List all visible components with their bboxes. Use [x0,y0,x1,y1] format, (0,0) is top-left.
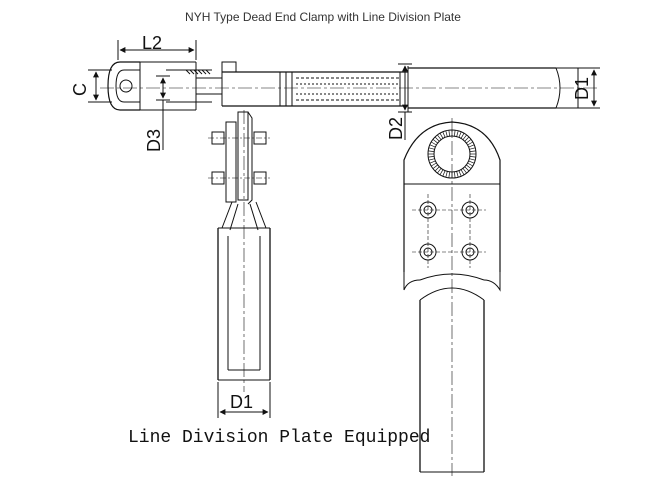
serration-tooth [437,134,442,140]
serration-tooth [468,160,475,164]
drawing-title: NYH Type Dead End Clamp with Line Divisi… [185,10,461,24]
serration-tooth [445,171,448,178]
label-c: C [70,83,90,96]
drawing-caption: Line Division Plate Equipped [128,428,431,448]
serration-tooth [458,131,462,138]
dimension-d1-bottom [217,382,271,418]
serration-tooth [428,156,435,158]
label-d1-right: D1 [572,77,592,100]
serration-tooth [462,168,467,174]
dimension-d1-right [578,67,600,109]
serration-tooth [456,130,459,137]
serration-tooth [468,144,475,148]
label-d2: D2 [386,117,406,140]
serration-tooth [431,141,437,146]
serration-tooth [469,156,476,158]
serration-tooth [437,168,442,174]
dimension-d3 [156,75,170,150]
serration-tooth [467,162,473,167]
serration-tooth [456,171,459,178]
serration-tooth [428,150,435,152]
serration-tooth [428,158,435,161]
division-plate-front-view [403,118,501,476]
serration-tooth [467,141,473,146]
serration-tooth [458,170,462,177]
serration-tooth [469,150,476,152]
label-d1-bottom: D1 [230,392,253,412]
serration-tooth [442,170,446,177]
division-plate-side-view [208,110,271,392]
serration-tooth [462,134,467,140]
serration-tooth [466,164,472,169]
serration-tooth [469,158,476,161]
serration-tooth [431,162,437,167]
serration-tooth [428,147,435,150]
serration-tooth [466,139,472,144]
dimension-l2 [117,40,197,60]
serration-tooth [445,130,448,137]
serration-tooth [429,160,436,164]
serration-tooth [460,169,465,175]
clamp-horizontal-view [100,61,600,112]
serration-tooth [464,166,470,172]
serration-tooth [432,139,438,144]
serration-tooth [448,171,450,178]
serration-tooth [460,133,465,139]
serration-tooth [454,171,456,178]
serration-tooth [454,130,456,137]
dimension-c [88,69,112,103]
serration-tooth [434,136,440,142]
label-d3: D3 [144,129,164,152]
dimension-d2 [398,63,412,140]
serration-tooth [439,169,444,175]
serration-tooth [432,164,438,169]
serration-tooth [439,133,444,139]
serration-tooth [464,136,470,142]
serration-tooth [448,130,450,137]
serration-tooth [434,166,440,172]
serration-tooth [442,131,446,138]
serration-tooth [429,144,436,148]
label-l2: L2 [142,33,162,53]
serration-tooth [469,147,476,150]
